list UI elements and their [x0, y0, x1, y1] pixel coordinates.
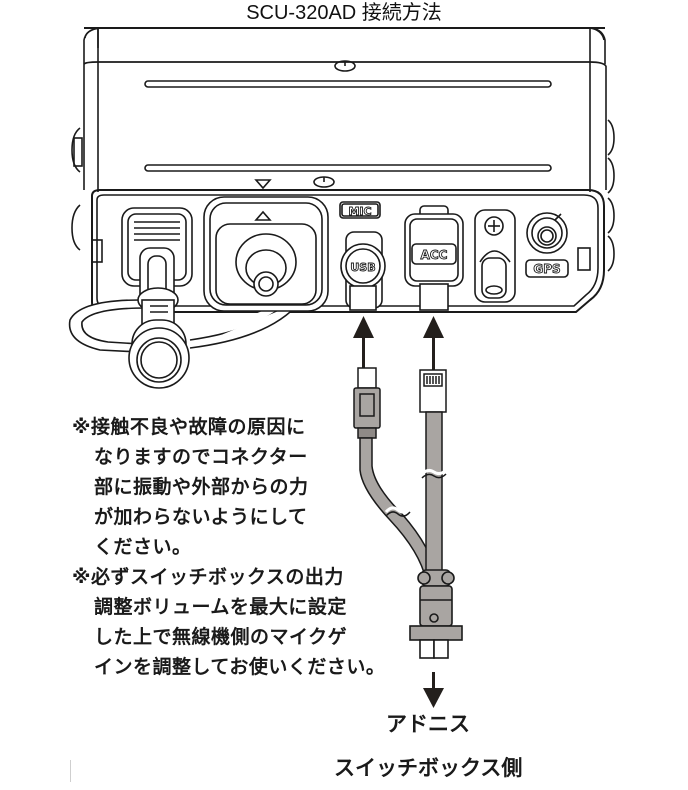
- gps-label: GPS: [533, 262, 560, 276]
- gps-connector: [525, 212, 569, 278]
- caution-note-connector: ※接触不良や故障の原因に なりますのでコネクター 部に振動や外部からの力 が加わ…: [72, 412, 309, 562]
- note-line: が加わらないようにして: [94, 506, 308, 528]
- radio-body: [71, 27, 615, 272]
- mic-connector-left: [68, 207, 301, 389]
- note-line: 調整ボリュームを最大に設定: [94, 596, 347, 618]
- note-line: ※必ずスイッチボックスの出力: [72, 566, 344, 588]
- note-line: ください。: [94, 536, 192, 558]
- note-line: インを調整してお使いください。: [94, 656, 386, 678]
- arrow-up-acc: [423, 316, 444, 373]
- note-line: した上で無線機側のマイクゲ: [94, 626, 348, 648]
- note-line: 部に振動や外部からの力: [94, 476, 309, 498]
- acc-port: [404, 205, 464, 311]
- caution-note-gain: ※必ずスイッチボックスの出力 調整ボリュームを最大に設定 した上で無線機側のマイ…: [72, 562, 385, 682]
- usb-port: [339, 201, 386, 311]
- page-title: SCU-320AD 接続方法: [246, 2, 442, 24]
- acc-label: ACC: [421, 248, 448, 262]
- arrow-up-usb: [353, 316, 374, 373]
- usb-label: USB: [350, 261, 375, 274]
- usb-cable: [353, 367, 439, 581]
- destination-brand: アドニス: [386, 712, 470, 736]
- antenna-connector: [474, 209, 516, 303]
- divider-mark: [70, 760, 71, 782]
- main-connector: [203, 196, 329, 312]
- destination-device: スイッチボックス側: [334, 756, 523, 780]
- note-line: ※接触不良や故障の原因に: [72, 416, 306, 438]
- note-line: なりますのでコネクター: [94, 446, 308, 468]
- acc-cable: [419, 369, 448, 581]
- switchbox-connector: [409, 569, 463, 659]
- arrow-down-switchbox: [423, 672, 444, 708]
- mic-label: MIC: [348, 205, 371, 218]
